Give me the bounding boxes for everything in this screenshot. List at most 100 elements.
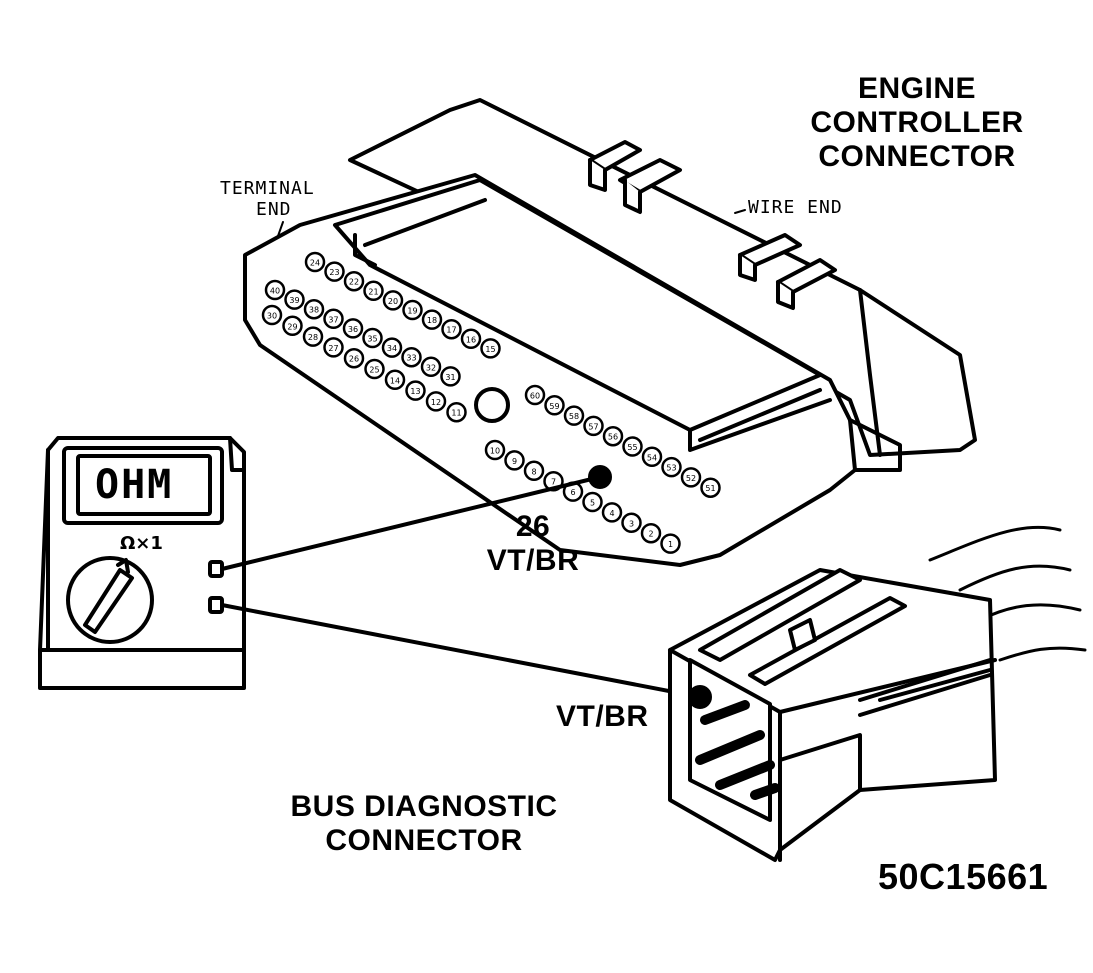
pin-label-39: 39 bbox=[289, 296, 299, 305]
pin-label-25: 25 bbox=[369, 366, 379, 375]
pin-22 bbox=[343, 270, 365, 292]
pin-19 bbox=[402, 299, 423, 321]
pin-label-34: 34 bbox=[387, 344, 397, 353]
pin-label-21: 21 bbox=[368, 287, 378, 296]
pin-58 bbox=[563, 405, 585, 426]
pin-29 bbox=[282, 315, 303, 337]
pin-23 bbox=[324, 261, 345, 282]
pin-15 bbox=[480, 338, 501, 359]
meter-display: OHM bbox=[95, 462, 174, 508]
pin-label-38: 38 bbox=[309, 306, 319, 315]
pin-label-40: 40 bbox=[270, 287, 280, 296]
pin-25 bbox=[364, 358, 385, 380]
pin-20 bbox=[382, 290, 404, 311]
pin-56 bbox=[602, 425, 624, 447]
pin-label-60: 60 bbox=[530, 392, 540, 401]
pin-label-4: 4 bbox=[609, 509, 614, 518]
pin-17 bbox=[441, 318, 462, 340]
pin-38 bbox=[303, 298, 325, 320]
meter-range-label: Ω×1 bbox=[120, 533, 163, 554]
pin-27 bbox=[323, 337, 344, 358]
probe-point-bus bbox=[688, 685, 712, 709]
engine-controller-line3: CONNECTOR bbox=[818, 140, 1016, 173]
figure-code: 50C15661 bbox=[878, 856, 1049, 897]
pin-label-35: 35 bbox=[367, 335, 377, 344]
pin-37 bbox=[323, 308, 344, 330]
pin-51 bbox=[700, 477, 721, 498]
terminal-end-leader bbox=[277, 221, 284, 237]
pin-label-54: 54 bbox=[647, 453, 657, 462]
pin-label-2: 2 bbox=[648, 530, 653, 539]
pin-21 bbox=[363, 280, 384, 302]
pin-4 bbox=[601, 502, 623, 523]
pin-label-22: 22 bbox=[349, 278, 359, 287]
pin-label-20: 20 bbox=[388, 297, 398, 306]
pin-label-18: 18 bbox=[427, 316, 437, 325]
pin-label-17: 17 bbox=[446, 326, 456, 335]
pin-label-36: 36 bbox=[348, 325, 358, 334]
pin-label-31: 31 bbox=[445, 373, 455, 382]
pin-label-53: 53 bbox=[666, 464, 676, 473]
pin-label-56: 56 bbox=[608, 433, 618, 442]
pin-3 bbox=[621, 512, 642, 534]
pin-label-58: 58 bbox=[569, 412, 579, 421]
pin-label-57: 57 bbox=[588, 422, 598, 431]
pin-12 bbox=[425, 391, 447, 412]
engine-controller-line2: CONTROLLER bbox=[810, 106, 1024, 139]
pin-18 bbox=[421, 309, 443, 330]
pin-label-12: 12 bbox=[431, 398, 441, 407]
pin-label-23: 23 bbox=[329, 268, 339, 277]
wire-end-label: WIRE END bbox=[748, 197, 843, 218]
pin-label-16: 16 bbox=[466, 335, 476, 344]
pin-label-7: 7 bbox=[551, 478, 556, 487]
terminal-end-line2: END bbox=[256, 199, 292, 220]
pin-40 bbox=[264, 279, 286, 301]
pin-label-1: 1 bbox=[668, 540, 673, 549]
pin-label-3: 3 bbox=[629, 519, 634, 528]
pin-35 bbox=[362, 327, 383, 349]
terminal-end-label: TERMINAL END bbox=[220, 178, 315, 220]
bus-wire-color-label: VT/BR bbox=[556, 700, 649, 733]
pin-label-6: 6 bbox=[570, 488, 575, 497]
wire-end-leader bbox=[734, 209, 746, 214]
pin-5 bbox=[582, 491, 603, 513]
pin-label-5: 5 bbox=[590, 499, 595, 508]
pin-34 bbox=[381, 337, 403, 358]
pin-39 bbox=[284, 289, 305, 310]
pin-label-15: 15 bbox=[485, 345, 495, 354]
pin-52 bbox=[680, 467, 702, 488]
pin-label-37: 37 bbox=[328, 315, 338, 324]
pin-label-32: 32 bbox=[426, 363, 436, 372]
ohmmeter bbox=[38, 436, 246, 690]
bus-diag-line2: CONNECTOR bbox=[325, 824, 523, 857]
pin-label-59: 59 bbox=[549, 402, 559, 411]
test-lead-to-pin-26 bbox=[220, 475, 602, 571]
pin-13 bbox=[405, 380, 426, 401]
pin-number-label: 26 bbox=[515, 510, 551, 543]
pin-label-55: 55 bbox=[627, 443, 637, 452]
pin-59 bbox=[544, 395, 565, 416]
pin-8 bbox=[523, 460, 545, 482]
pin-26-callout: 26 VT/BR bbox=[478, 510, 588, 578]
pin-11 bbox=[446, 401, 467, 423]
pin-label-28: 28 bbox=[308, 333, 318, 342]
pin-label-14: 14 bbox=[390, 376, 400, 385]
pin-label-10: 10 bbox=[490, 447, 500, 456]
engine-controller-line1: ENGINE bbox=[857, 72, 977, 105]
terminal-end-line1: TERMINAL bbox=[220, 178, 315, 199]
pin-label-30: 30 bbox=[267, 312, 277, 321]
test-lead-to-bus-connector bbox=[220, 603, 702, 699]
pin-label-8: 8 bbox=[531, 467, 536, 476]
pin-label-52: 52 bbox=[686, 474, 696, 483]
pin-1 bbox=[660, 533, 681, 554]
pin-label-9: 9 bbox=[512, 457, 517, 466]
pin-label-19: 19 bbox=[407, 307, 417, 316]
pin-label-33: 33 bbox=[406, 354, 416, 363]
pin-wire-color-label: VT/BR bbox=[486, 544, 580, 577]
pin-9 bbox=[504, 450, 525, 471]
pin-31 bbox=[440, 366, 461, 387]
pin-26 bbox=[343, 347, 365, 369]
pin-55 bbox=[622, 436, 643, 457]
pin-57 bbox=[583, 415, 604, 437]
